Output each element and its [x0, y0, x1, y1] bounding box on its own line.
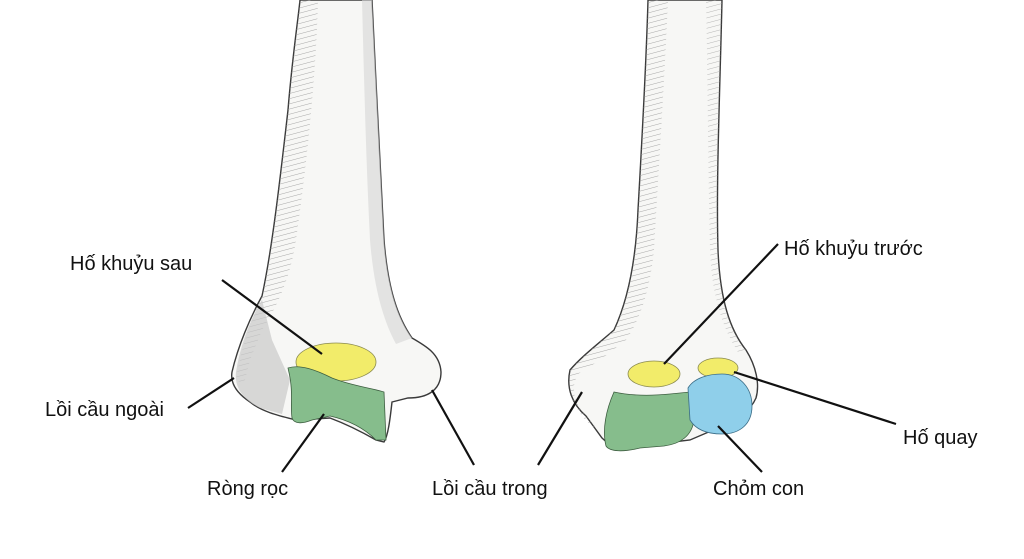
label-medial-epicondyle: Lồi cầu trong [432, 478, 548, 500]
posterior-medial-shadow [362, 0, 412, 344]
anterior-medial-hatch [706, 0, 746, 352]
leader-trochlea [281, 413, 325, 473]
leader-anterior-fossa [663, 243, 779, 365]
posterior-humerus-shading [236, 0, 318, 384]
leader-medial-epicondyle [431, 389, 475, 466]
anterior-humerus-shading [569, 0, 668, 430]
label-trochlea: Ròng rọc [207, 478, 289, 500]
trochlea-green [287, 366, 387, 441]
anterior-trochlea-green [604, 391, 695, 452]
label-lateral-epicondyle: Lồi cầu ngoài [45, 399, 164, 421]
leader-posterior-fossa [221, 279, 323, 355]
label-capitulum: Chỏm con [713, 478, 805, 500]
leader-medial-epicondyle-right [537, 391, 583, 466]
anterior-fossa-yellow [627, 360, 681, 388]
capitulum-blue [687, 373, 753, 435]
posterior-humerus-shaft [231, 0, 442, 443]
posterior-lateral-shadow [235, 300, 290, 414]
label-anterior-fossa: Hố khuỷu trước [784, 238, 923, 260]
leader-capitulum [717, 425, 763, 473]
leader-radial-fossa [733, 370, 897, 426]
leader-lateral-epicondyle [187, 377, 235, 409]
label-posterior-fossa: Hố khuỷu sau [70, 253, 193, 275]
posterior-humerus [231, 0, 442, 443]
leader-lines [187, 243, 897, 473]
label-radial-fossa: Hố quay [903, 427, 978, 449]
